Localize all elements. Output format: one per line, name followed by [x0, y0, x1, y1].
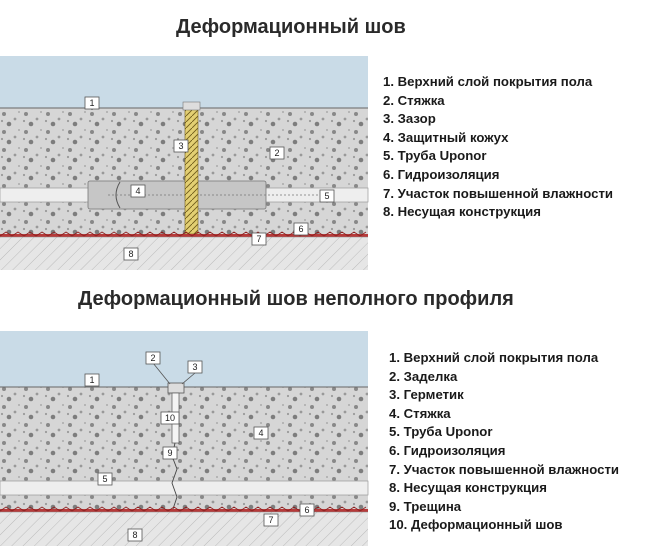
legend-item: 5. Труба Uponor	[383, 148, 487, 164]
waterproofing-membrane	[0, 234, 368, 237]
legend-item: 3. Зазор	[383, 111, 436, 127]
svg-text:4: 4	[258, 428, 263, 438]
load-bearing-structure	[0, 512, 368, 546]
svg-text:1: 1	[89, 98, 94, 108]
legend-item: 8. Несущая конструкция	[389, 480, 547, 496]
callout-8: 8	[123, 247, 139, 261]
legend-item: 6. Гидроизоляция	[383, 166, 500, 182]
legend-item: 5. Труба Uponor	[389, 424, 493, 440]
svg-text:7: 7	[256, 234, 261, 244]
svg-text:10: 10	[165, 413, 175, 423]
legend-item: 10. Деформационный шов	[389, 517, 563, 533]
top-floor-layer	[0, 331, 368, 387]
svg-text:2: 2	[274, 148, 279, 158]
title-expansion-joint: Деформационный шов	[176, 16, 406, 38]
title-partial-expansion-joint: Деформационный шов неполного профиля	[78, 288, 514, 310]
callout-2: 2	[145, 351, 171, 385]
legend-item: 4. Защитный кожух	[383, 129, 509, 145]
load-bearing-structure	[0, 237, 368, 270]
svg-text:4: 4	[135, 186, 140, 196]
legend-item: 1. Верхний слой покрытия пола	[383, 74, 593, 89]
legend-item: 3. Герметик	[389, 387, 464, 403]
svg-text:3: 3	[192, 362, 197, 372]
svg-text:9: 9	[167, 448, 172, 458]
joint-gap	[184, 107, 199, 235]
svg-text:8: 8	[132, 530, 137, 540]
callout-9: 9	[162, 446, 178, 460]
legend-item: 1. Верхний слой покрытия пола	[389, 350, 599, 365]
joint-seal	[167, 382, 185, 394]
legend-item: 4. Стяжка	[389, 405, 451, 421]
callout-3: 3	[173, 139, 189, 153]
callout-6: 6	[299, 503, 315, 517]
callout-5: 5	[319, 189, 335, 203]
partial-expansion-joint-diagram: 1 2 3 10 9 4 5 6 7 8	[0, 331, 369, 546]
callout-4: 4	[130, 184, 146, 198]
legend-expansion-joint: 1. Верхний слой покрытия пола 2. Стяжка …	[383, 73, 613, 222]
callout-4: 4	[253, 426, 269, 440]
callout-6: 6	[293, 222, 309, 236]
callout-1: 1	[84, 96, 100, 110]
callout-7: 7	[263, 513, 279, 527]
legend-item: 2. Заделка	[389, 368, 458, 384]
legend-item: 2. Стяжка	[383, 92, 445, 108]
pipe	[0, 480, 369, 496]
legend-item: 9. Трещина	[389, 498, 462, 514]
svg-text:6: 6	[304, 505, 309, 515]
screed-layer	[0, 108, 368, 234]
callout-3: 3	[181, 360, 203, 385]
waterproofing-membrane	[0, 509, 368, 512]
callout-1: 1	[84, 373, 100, 387]
svg-text:6: 6	[298, 224, 303, 234]
callout-10: 10	[160, 411, 180, 425]
svg-text:2: 2	[150, 353, 155, 363]
svg-text:5: 5	[324, 191, 329, 201]
legend-item: 7. Участок повышенной влажности	[389, 461, 620, 477]
svg-text:8: 8	[128, 249, 133, 259]
legend-item: 6. Гидроизоляция	[389, 442, 506, 458]
legend-item: 7. Участок повышенной влажности	[383, 185, 614, 201]
svg-text:1: 1	[89, 375, 94, 385]
top-floor-layer	[0, 56, 368, 108]
callout-8: 8	[127, 528, 143, 542]
callout-5: 5	[97, 472, 113, 486]
svg-text:7: 7	[268, 515, 273, 525]
callout-2: 2	[269, 146, 285, 160]
legend-item: 8. Несущая конструкция	[383, 204, 541, 220]
svg-text:3: 3	[178, 141, 183, 151]
svg-text:5: 5	[102, 474, 107, 484]
legend-partial-expansion-joint: 1. Верхний слой покрытия пола 2. Заделка…	[389, 349, 619, 535]
callout-7: 7	[251, 232, 267, 246]
expansion-joint-diagram: 1 2 3 4 5 6 7 8	[0, 56, 369, 270]
